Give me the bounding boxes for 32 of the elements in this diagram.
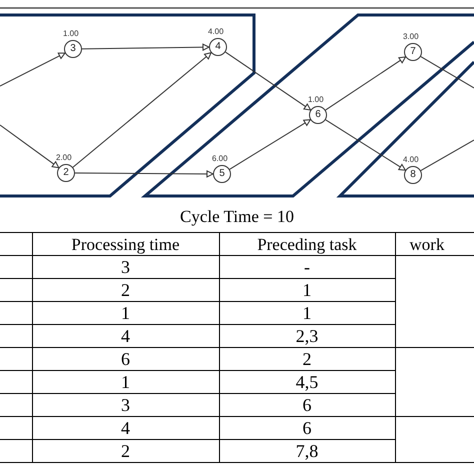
table-title: Cycle Time = 10 xyxy=(180,208,294,225)
arrow xyxy=(224,52,312,110)
arrow xyxy=(0,52,66,86)
table-cell: 1 xyxy=(32,370,219,394)
time-label: 4.00 xyxy=(403,156,419,164)
header-cell: Preceding task xyxy=(219,232,395,256)
table-cell: 2 xyxy=(219,348,395,370)
arrow xyxy=(72,52,212,168)
table-cell: 3 xyxy=(32,256,219,278)
time-label: 3.00 xyxy=(403,33,419,41)
header-cell: Processing time xyxy=(32,232,219,256)
arrow xyxy=(229,119,311,170)
arrow xyxy=(325,119,406,171)
table-cell: 1 xyxy=(32,302,219,324)
time-label: 1.00 xyxy=(308,96,324,104)
time-label: 4.00 xyxy=(208,28,224,36)
table-cell: 2 xyxy=(32,278,219,302)
table-cell: 4 xyxy=(32,416,219,440)
arrow xyxy=(74,170,214,178)
time-label: 1.00 xyxy=(63,30,79,38)
header-cell: work xyxy=(395,232,474,256)
time-label: 6.00 xyxy=(212,155,228,163)
table-cell: - xyxy=(219,256,395,278)
table-cell: 2 xyxy=(32,440,219,462)
table-cell: 3 xyxy=(32,394,219,416)
table-cell: 6 xyxy=(32,348,219,370)
table-cell: 4 xyxy=(32,324,219,348)
table-cell: 6 xyxy=(219,416,395,440)
arrow xyxy=(325,56,406,111)
time-label: 2.00 xyxy=(56,154,72,162)
arrow xyxy=(0,124,60,168)
arrow xyxy=(82,44,210,51)
